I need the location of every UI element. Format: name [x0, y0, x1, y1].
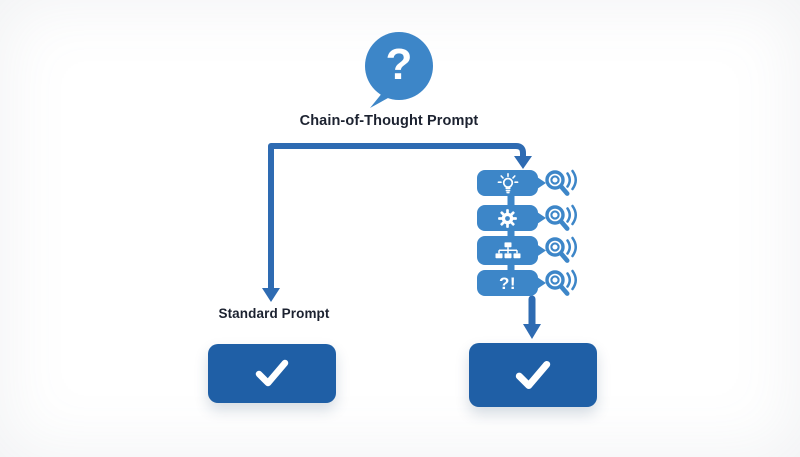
magnifier-waves-icon	[545, 269, 577, 296]
speech-bubble-tail	[537, 212, 546, 224]
speech-bubble-tail	[537, 177, 546, 189]
branch-connector-path	[268, 143, 526, 291]
arrowhead-bottom-down-icon	[523, 324, 541, 339]
question-speech-bubble-icon: ?	[365, 32, 433, 100]
org-chart-structure-icon	[495, 242, 520, 259]
checkmark-icon	[255, 359, 289, 387]
question-exclamation-glyph: ?!	[498, 273, 517, 293]
speech-bubble-tail	[537, 244, 546, 257]
chain-of-thought-result-box	[469, 343, 597, 407]
arrowhead-right-down-icon	[514, 156, 532, 169]
magnifier-waves-icon	[545, 236, 577, 263]
chain-step-process	[477, 205, 546, 231]
gear-process-icon	[498, 208, 517, 228]
question-mark-glyph: ?	[385, 40, 413, 89]
magnifier-waves-icon	[545, 169, 577, 196]
chain-step-question-exclamation: ?!	[477, 270, 546, 296]
standard-prompt-label: Standard Prompt	[218, 306, 330, 321]
arrowhead-left-down-icon	[262, 288, 280, 302]
magnifier-waves-icon	[545, 204, 577, 231]
speech-bubble-tail	[537, 277, 546, 289]
standard-prompt-result-box	[208, 344, 336, 403]
chain-of-thought-label: Chain-of-Thought Prompt	[299, 113, 479, 129]
chain-step-idea	[477, 170, 546, 196]
chain-step-structure	[477, 236, 546, 265]
lightbulb-idea-icon	[497, 172, 518, 193]
checkmark-icon	[515, 360, 551, 389]
